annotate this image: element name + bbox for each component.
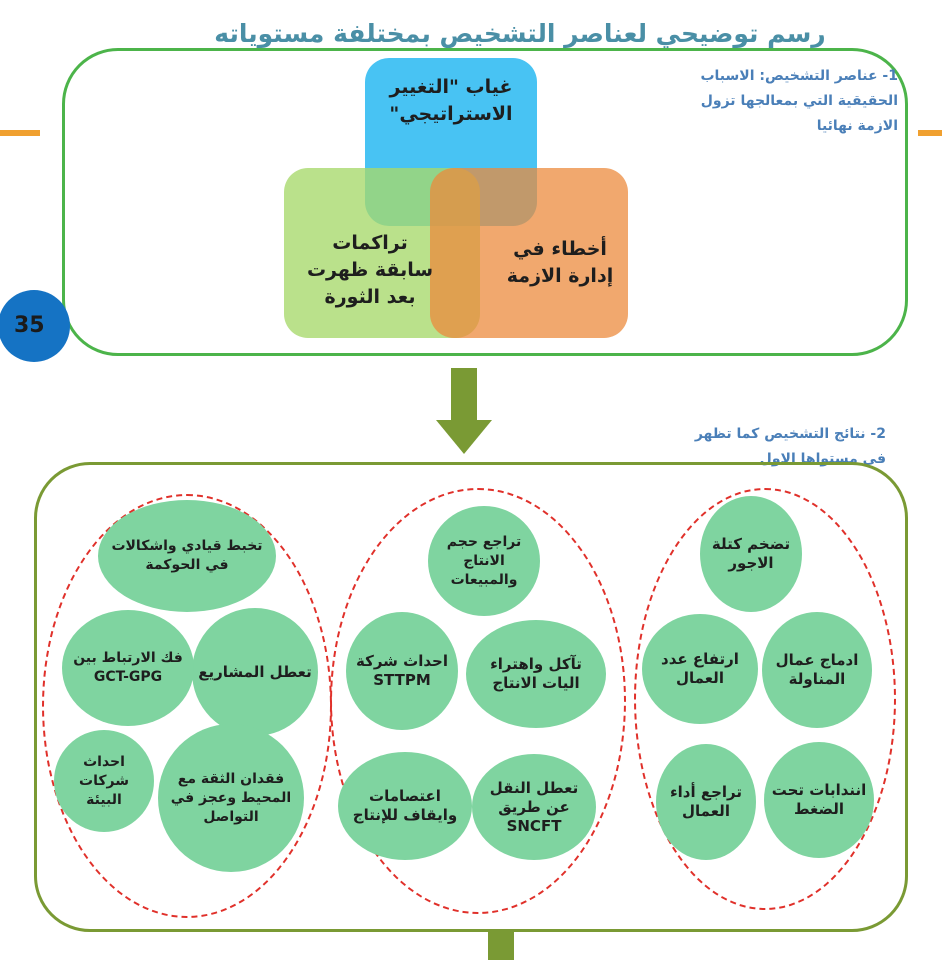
result-circle: تعطل المشاريع	[192, 608, 318, 736]
result-circle: تضخم كتلة الاجور	[700, 496, 802, 612]
section1-label: 1- عناصر التشخيص: الاسباب الحقيقية التي …	[700, 68, 898, 134]
venn-square-right	[430, 168, 628, 338]
diagnosis-elements-box	[62, 48, 908, 356]
result-circle: احداث شركات البيئة	[54, 730, 154, 832]
result-circle: ارتفاع عدد العمال	[642, 614, 758, 724]
result-circle: اعتصامات وايقاف للإنتاج	[338, 752, 472, 860]
left-group-oval	[42, 494, 332, 918]
result-circle: تآكل واهتراء اليات الانتاج	[466, 620, 606, 728]
result-circle: احداث شركة STTPM	[346, 612, 458, 730]
right-accent-dash	[918, 130, 942, 136]
venn-text-right: أخطاء في إدارة الازمة	[506, 238, 614, 287]
result-circle: فقدان الثقة مع المحيط وعجز في التواصل	[158, 724, 304, 872]
down-arrow-stem	[488, 932, 514, 960]
venn-text-top: غياب "التغيير الاستراتيجي"	[389, 76, 513, 125]
result-circle: تراجع حجم الانتاج والمبيعات	[428, 506, 540, 616]
result-circle: فك الارتباط بين GCT-GPG	[62, 610, 194, 726]
result-circle: تخبط قيادي واشكالات في الحوكمة	[98, 500, 276, 612]
result-circle: انندابات تحت الضغط	[764, 742, 874, 858]
left-accent-dash	[0, 130, 40, 136]
diagnosis-results-box	[34, 462, 908, 932]
right-group-oval	[634, 488, 896, 910]
page-number-badge: 35	[0, 290, 70, 362]
page-title: رسم توضيحي لعناصر التشخيص بمختلفة مستويا…	[214, 19, 826, 48]
venn-text-left: تراكمات سابقة ظهرت بعد الثورة	[306, 232, 434, 308]
result-circle: تراجع أداء العمال	[656, 744, 756, 860]
result-circle: ادماج عمال المناولة	[762, 612, 872, 728]
result-circle: تعطل النقل عن طريق SNCFT	[472, 754, 596, 860]
down-arrow-icon	[436, 368, 492, 454]
